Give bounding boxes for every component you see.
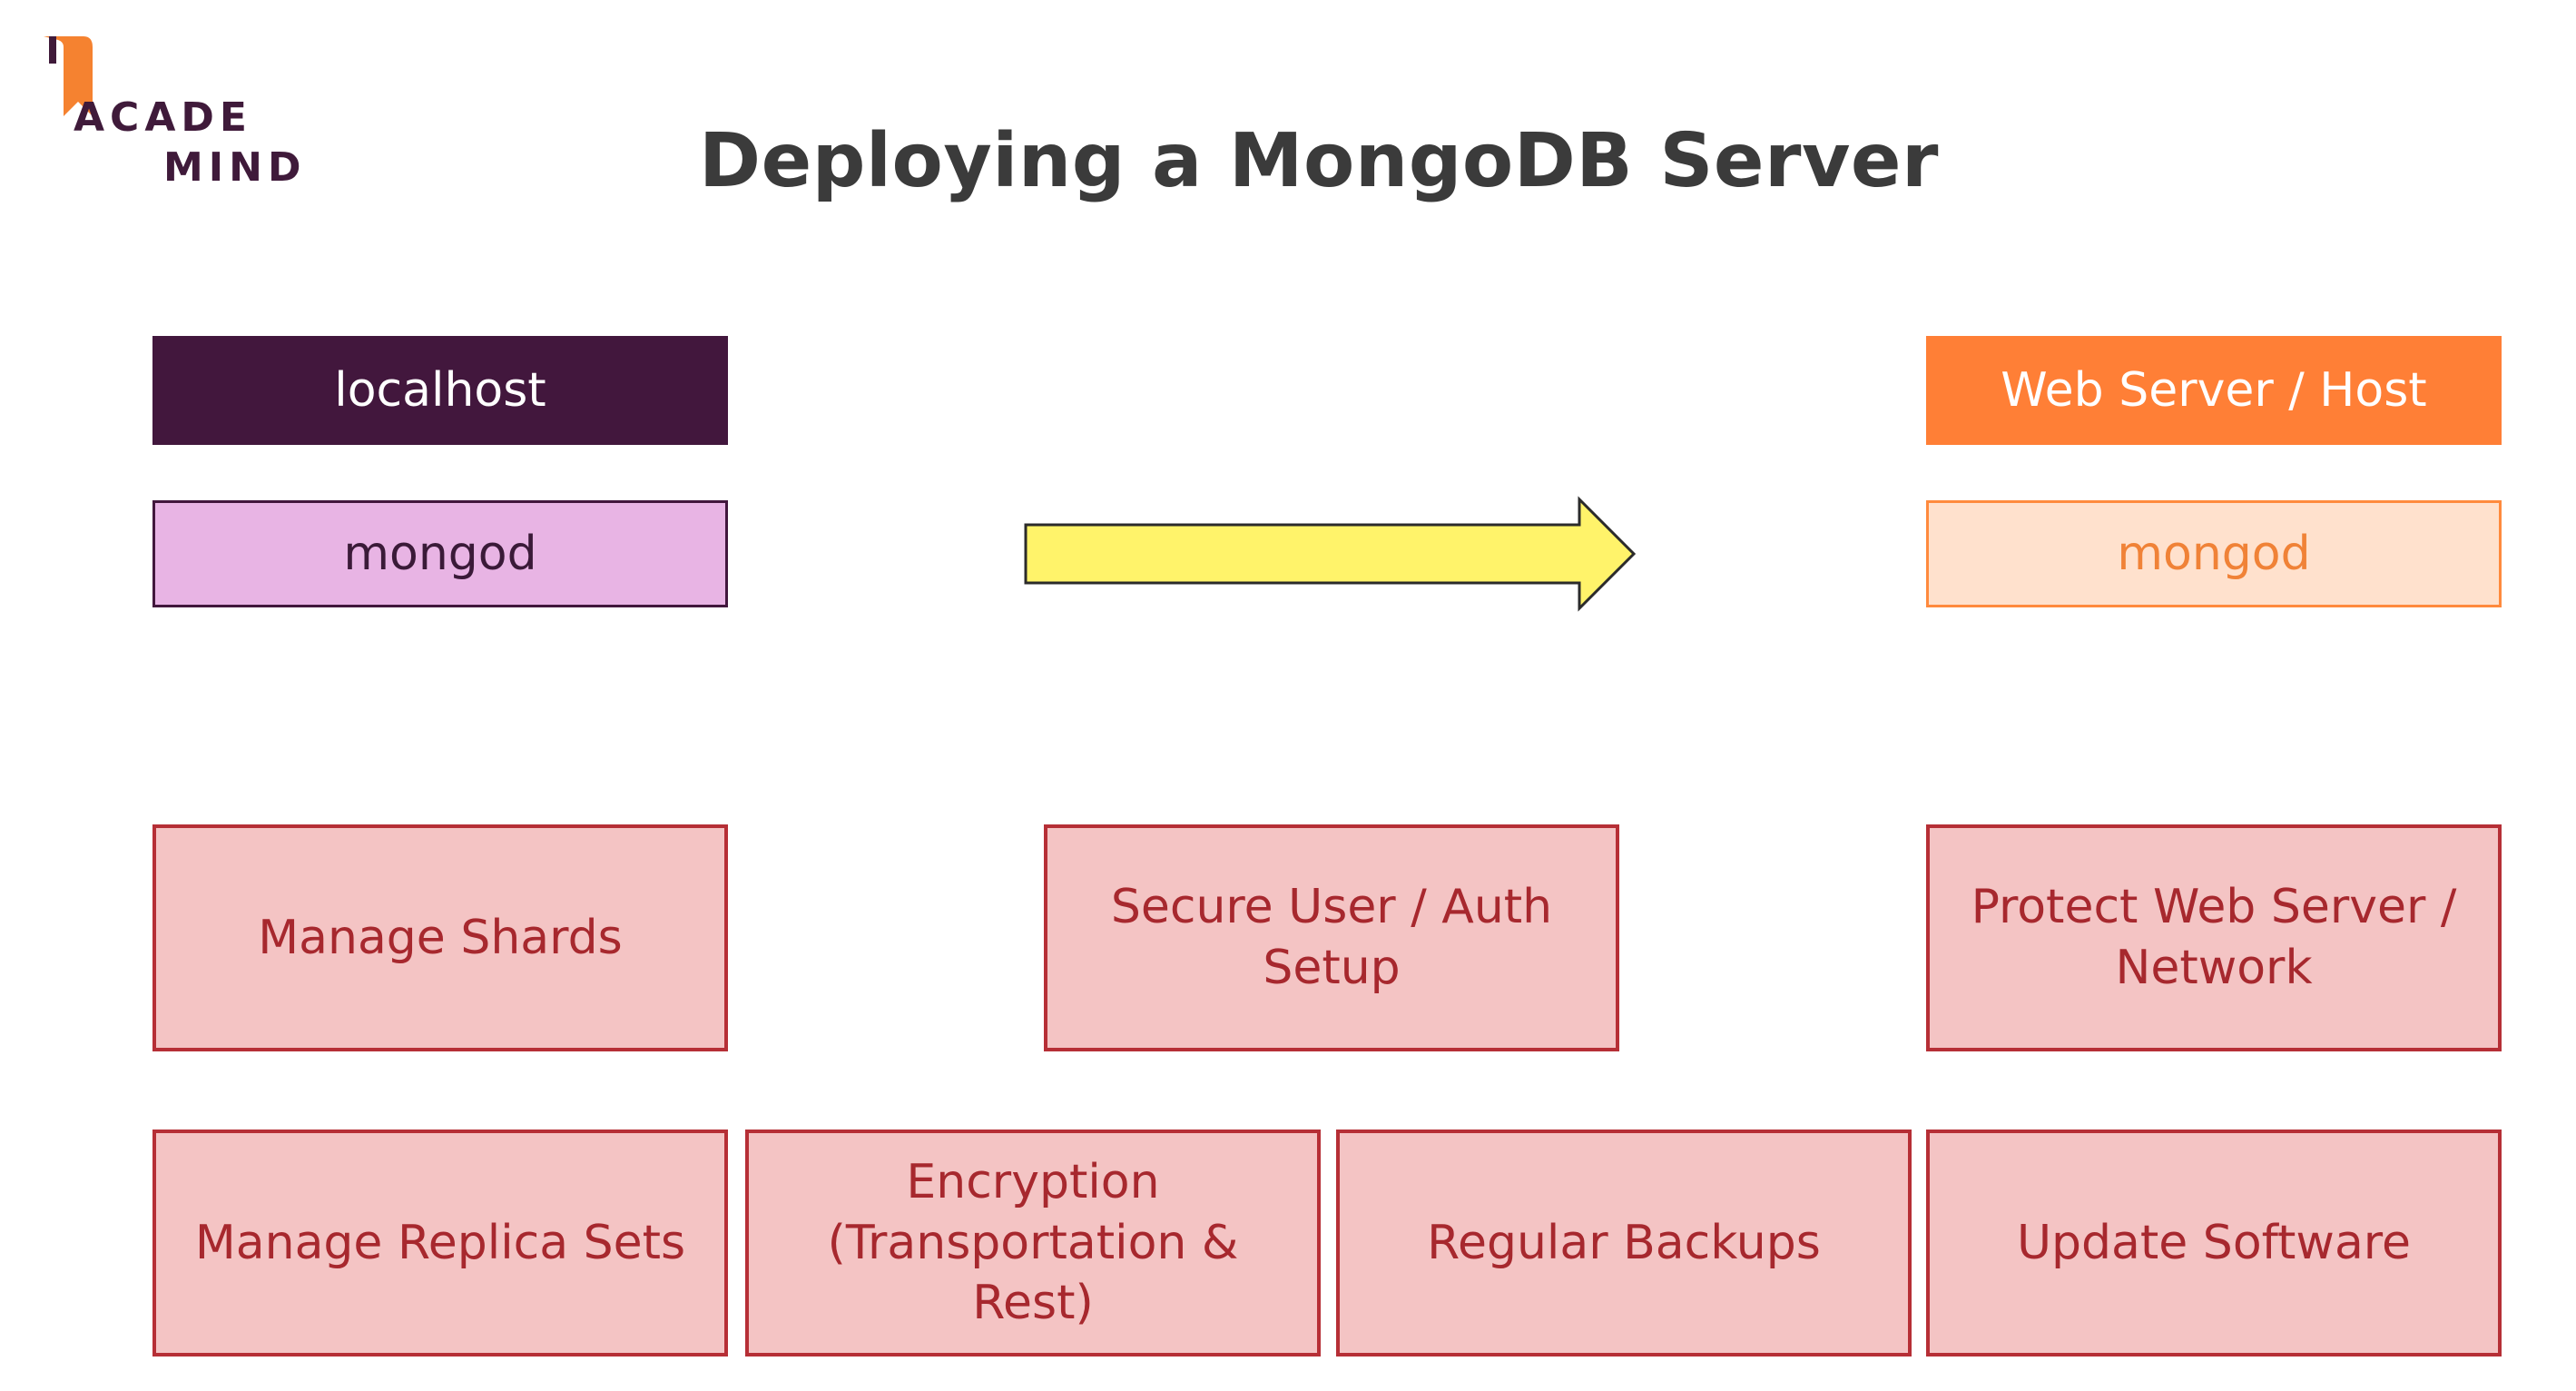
- localhost-box: localhost: [152, 336, 728, 445]
- task-label: Secure User / Auth Setup: [1110, 880, 1553, 995]
- deploy-arrow-icon: [1024, 496, 1637, 612]
- task-label: Manage Shards: [258, 910, 623, 965]
- local-mongod-label: mongod: [343, 526, 537, 581]
- remote-mongod-box: mongod: [1926, 500, 2502, 607]
- logo-flag-icon: [44, 36, 93, 116]
- academind-logo: ACADE MIND: [36, 27, 327, 200]
- logo-text-line2: MIND: [163, 144, 307, 191]
- local-mongod-box: mongod: [152, 500, 728, 607]
- logo-text-line1: ACADE: [74, 94, 252, 141]
- task-manage-shards: Manage Shards: [152, 824, 728, 1051]
- task-backups: Regular Backups: [1336, 1130, 1912, 1356]
- localhost-label: localhost: [334, 362, 546, 418]
- task-replica-sets: Manage Replica Sets: [152, 1130, 728, 1356]
- task-label: Protect Web Server / Network: [1971, 880, 2457, 995]
- task-label: Regular Backups: [1427, 1215, 1821, 1270]
- task-secure-auth: Secure User / Auth Setup: [1044, 824, 1619, 1051]
- task-update-software: Update Software: [1926, 1130, 2502, 1356]
- web-server-box: Web Server / Host: [1926, 336, 2502, 445]
- remote-mongod-label: mongod: [2117, 526, 2311, 581]
- task-label: Encryption (Transportation & Rest): [827, 1155, 1239, 1331]
- web-server-label: Web Server / Host: [2001, 362, 2427, 418]
- task-label: Manage Replica Sets: [194, 1215, 686, 1270]
- page-title: Deploying a MongoDB Server: [699, 118, 1939, 204]
- task-label: Update Software: [2016, 1215, 2412, 1270]
- task-protect-network: Protect Web Server / Network: [1926, 824, 2502, 1051]
- task-encryption: Encryption (Transportation & Rest): [745, 1130, 1321, 1356]
